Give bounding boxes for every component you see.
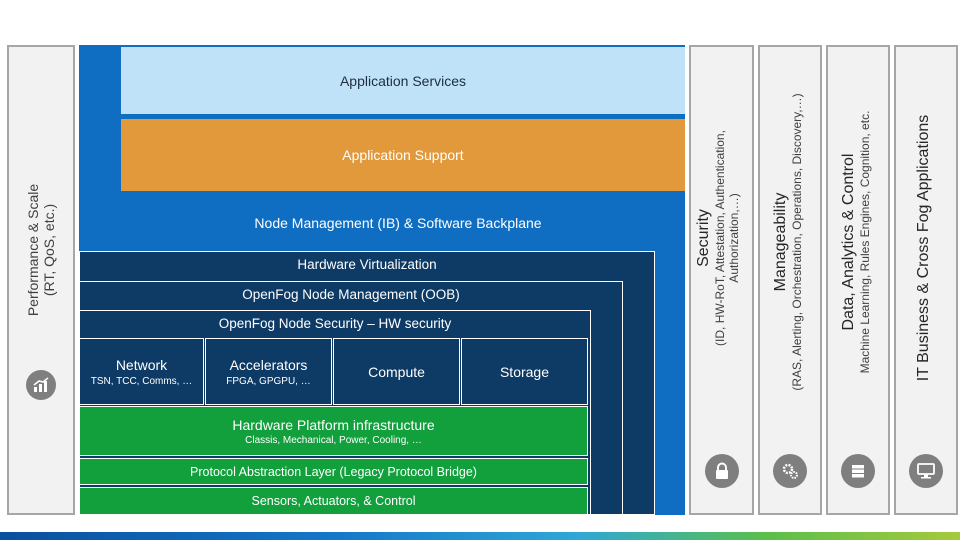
it-business-pillar: IT Business & Cross Fog Applications <box>894 45 958 515</box>
data-analytics-pillar: Data, Analytics & Control Machine Learni… <box>826 45 890 515</box>
data-analytics-pillar-text: Data, Analytics & Control Machine Learni… <box>840 42 880 442</box>
protocol-abstraction-layer: Protocol Abstraction Layer (Legacy Proto… <box>79 458 588 485</box>
hardware-virtualization-label: Hardware Virtualization <box>297 257 437 272</box>
network-title: Network <box>115 356 168 373</box>
manageability-title: Manageability <box>772 192 789 292</box>
backplane-label: Node Management (IB) & Software Backplan… <box>254 215 542 231</box>
performance-chart-icon <box>26 370 56 400</box>
storage-cell: Storage <box>461 338 588 405</box>
gears-icon <box>773 454 807 488</box>
performance-scale-pillar: Performance & Scale (RT, QoS, etc.) <box>7 45 75 515</box>
hardware-platform-subtitle: Classis, Mechanical, Power, Cooling, … <box>245 434 422 446</box>
hardware-platform-title: Hardware Platform infrastructure <box>232 416 435 433</box>
compute-cell: Compute <box>333 338 460 405</box>
monitor-icon <box>909 454 943 488</box>
accelerators-subtitle: FPGA, GPGPU, … <box>226 375 311 387</box>
accelerators-title: Accelerators <box>229 356 308 373</box>
manageability-line1: (RAS, Alerting, Orchestration, Operation… <box>790 93 804 391</box>
node-security-label: OpenFog Node Security – HW security <box>218 316 452 331</box>
security-line2: Authorization,…) <box>727 193 741 283</box>
security-pillar-text: Security (ID, HW-RoT, Attestation, Authe… <box>695 38 747 438</box>
manageability-pillar-text: Manageability (RAS, Alerting, Orchestrat… <box>772 42 812 442</box>
application-support-layer: Application Support <box>121 119 685 191</box>
lock-icon <box>704 454 739 488</box>
manageability-pillar: Manageability (RAS, Alerting, Orchestrat… <box>758 45 822 515</box>
hardware-platform-layer: Hardware Platform infrastructure Classis… <box>79 406 588 456</box>
server-icon <box>841 454 875 488</box>
accelerators-cell: Accelerators FPGA, GPGPU, … <box>205 338 332 405</box>
data-analytics-line1: Machine Learning, Rules Engines, Cogniti… <box>858 110 872 374</box>
data-analytics-title: Data, Analytics & Control <box>840 153 857 331</box>
sensors-actuators-layer: Sensors, Actuators, & Control <box>79 487 588 515</box>
compute-title: Compute <box>368 363 425 380</box>
security-line1: (ID, HW-RoT, Attestation, Authentication… <box>713 130 727 346</box>
network-cell: Network TSN, TCC, Comms, … <box>79 338 204 405</box>
bottom-gradient-bar <box>0 532 960 540</box>
it-business-title: IT Business & Cross Fog Applications <box>915 114 932 382</box>
it-business-pillar-text: IT Business & Cross Fog Applications <box>915 48 937 448</box>
network-subtitle: TSN, TCC, Comms, … <box>90 375 193 387</box>
node-management-oob-label: OpenFog Node Management (OOB) <box>242 287 460 302</box>
security-title: Security <box>695 209 712 267</box>
application-services-layer: Application Services <box>121 47 685 114</box>
storage-title: Storage <box>499 363 550 380</box>
security-pillar: Security (ID, HW-RoT, Attestation, Authe… <box>689 45 754 515</box>
